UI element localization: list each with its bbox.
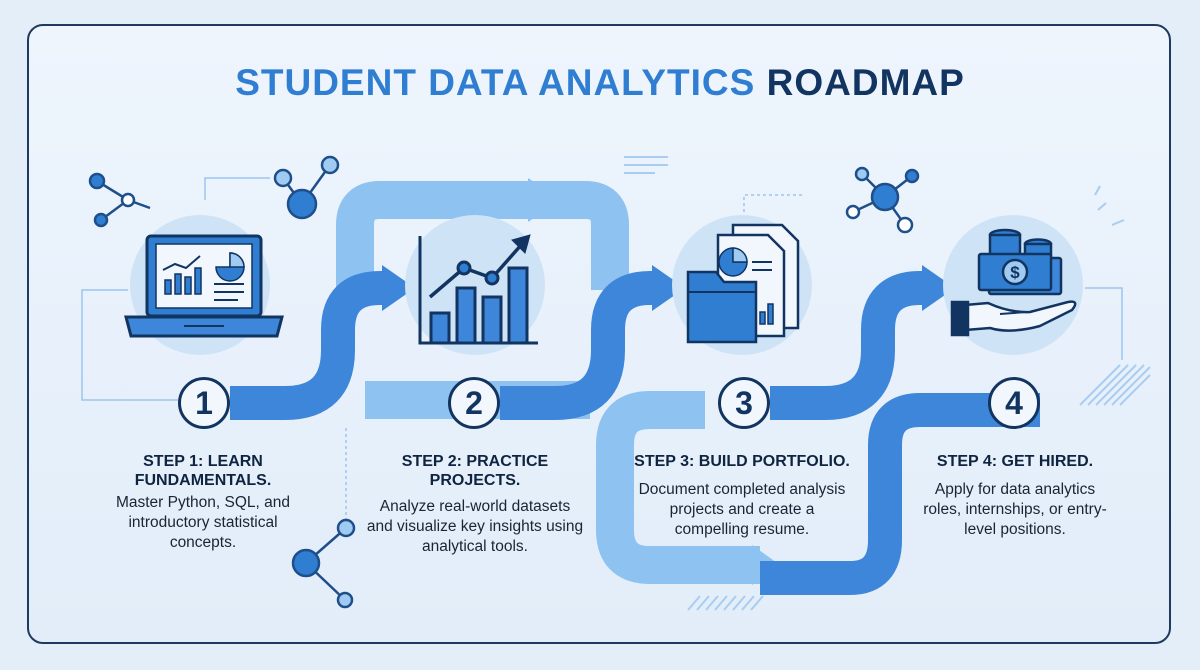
network-node-icon	[88, 155, 340, 228]
step-number-3: 3	[718, 377, 770, 429]
main-flow-path	[230, 271, 1040, 595]
network-node-icon-bottom	[291, 518, 356, 609]
step-3-description: Document completed analysis projects and…	[638, 481, 846, 538]
background-arrow-head-top	[528, 178, 560, 222]
svg-text:$: $	[1010, 263, 1020, 282]
step-number-2: 2	[448, 377, 500, 429]
step-number-1: 1	[178, 377, 230, 429]
step-number-4: 4	[988, 377, 1040, 429]
step-1-description: Master Python, SQL, and introductory sta…	[115, 494, 291, 551]
page-title: STUDENT DATA ANALYTICS ROADMAP	[0, 62, 1200, 104]
step-4-title: STEP 4: GET HIRED.	[936, 453, 1094, 470]
portfolio-folder-icon	[686, 223, 800, 344]
flow-arrow-head-2	[652, 265, 685, 311]
hatch-pattern-bottom	[687, 595, 764, 611]
hatch-pattern-right	[1079, 364, 1151, 406]
flow-arrow-head-3	[922, 265, 955, 311]
money-hand-icon: $	[950, 228, 1077, 337]
title-main: STUDENT DATA ANALYTICS	[235, 62, 756, 103]
connector-lines	[81, 177, 1123, 520]
network-node-icon-right	[845, 166, 920, 234]
step-1-title: STEP 1: LEARN FUNDAMENTALS.	[134, 453, 272, 489]
laptop-chart-icon	[124, 234, 284, 338]
flow-arrow-head-1	[382, 265, 415, 311]
step-2-title: STEP 2: PRACTICE PROJECTS.	[401, 453, 549, 489]
step-3-title: STEP 3: BUILD PORTFOLIO.	[634, 453, 850, 470]
title-accent: ROADMAP	[766, 62, 965, 103]
step-2-description: Analyze real-world datasets and visualiz…	[366, 498, 584, 555]
decorative-lines	[624, 156, 1125, 226]
step-4-description: Apply for data analytics roles, internsh…	[923, 481, 1107, 538]
bar-chart-trend-icon	[418, 234, 538, 345]
